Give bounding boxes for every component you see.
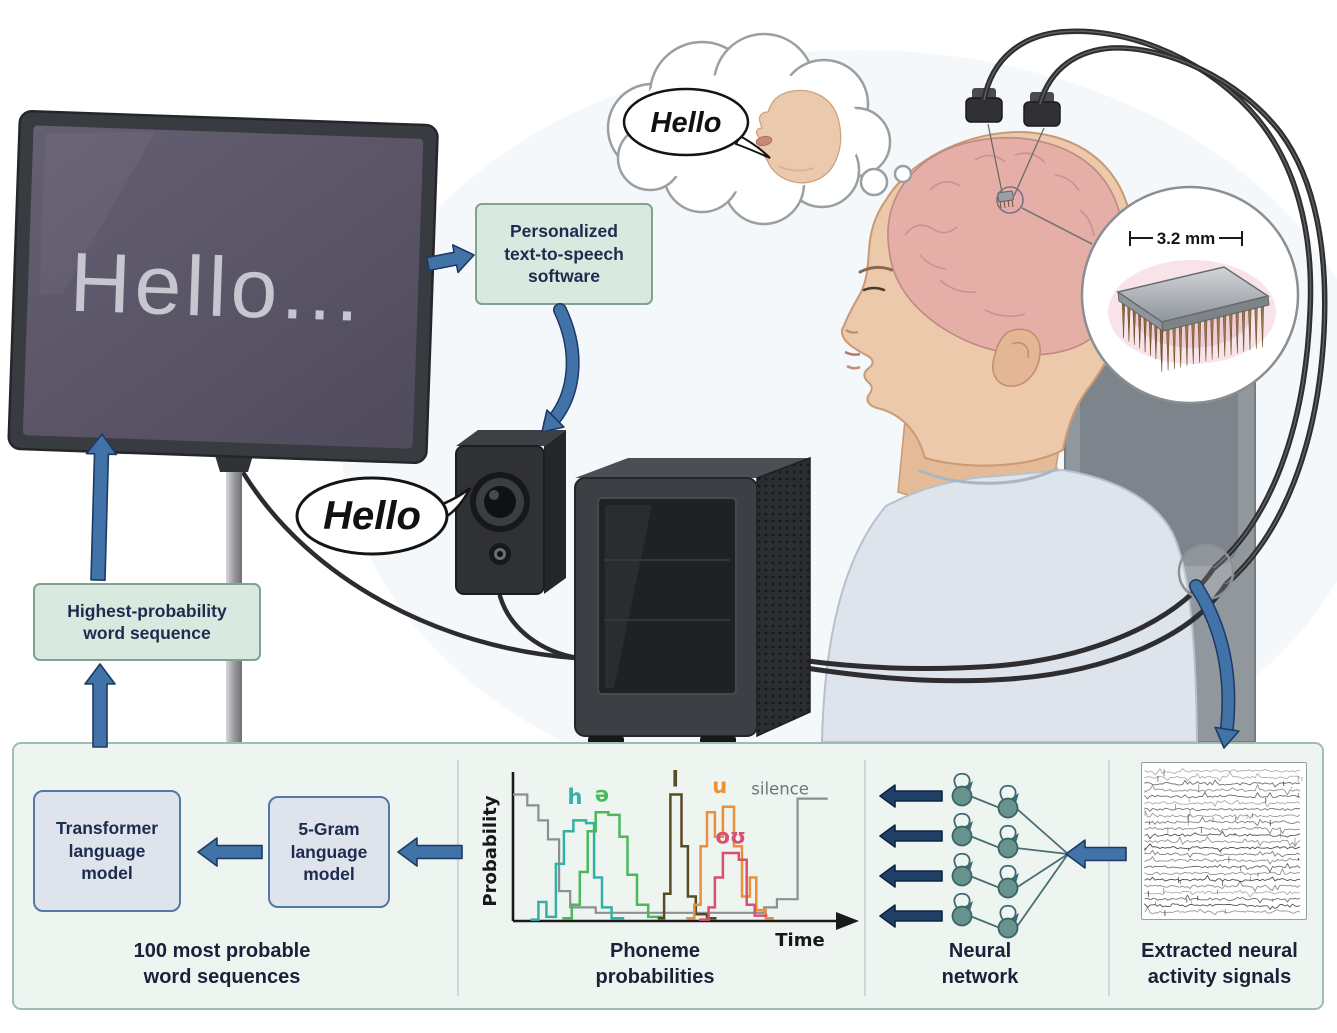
- monitor-screen: [22, 125, 424, 449]
- pedestal-lead-wires: [987, 123, 1045, 197]
- head-cables: [799, 28, 1328, 684]
- thought-trail-bubble: [893, 164, 913, 184]
- lower-lip: [846, 364, 861, 370]
- nostril: [845, 329, 859, 334]
- caption-phoneme: Phoneme probabilities: [595, 940, 715, 988]
- panel-divider: [1108, 760, 1110, 996]
- floor-cables: [241, 471, 581, 661]
- electrode-pedestals: [965, 88, 1061, 127]
- svg-text:h: h: [568, 785, 583, 809]
- thought-trail-bubble: [859, 167, 889, 197]
- eye: [862, 286, 886, 292]
- panel-divider: [864, 760, 866, 996]
- array-inset: 3.2 mm: [1080, 185, 1300, 405]
- tower-window: [597, 497, 737, 695]
- thought-hello-text: Hello: [651, 107, 722, 139]
- caption-word-sequences: 100 most probable word sequences: [133, 940, 311, 988]
- tts-software-box: Personalized text-to-speech software: [475, 203, 653, 305]
- inset-leader: [996, 186, 1093, 245]
- neural-network-diagram: [951, 773, 1069, 939]
- implanted-array-marker: [997, 190, 1014, 209]
- speaker: [455, 430, 566, 595]
- upper-lip: [844, 350, 861, 356]
- speaker-hello-text: Hello: [323, 494, 421, 538]
- face-lips: [755, 135, 773, 147]
- caption-extracted-signals: Extracted neural activity signals: [1141, 940, 1298, 988]
- svg-text:ə: ə: [595, 782, 609, 806]
- svg-text:Probability: Probability: [480, 795, 501, 906]
- brain: [887, 137, 1126, 356]
- neural-signals-image: [1141, 762, 1307, 920]
- caption-neural-network: Neural network: [941, 940, 1019, 988]
- ear-inner: [1011, 342, 1030, 359]
- measurement-bracket: [1129, 231, 1243, 246]
- computer-tower: [574, 456, 811, 748]
- monitor: Hello...: [7, 110, 439, 752]
- cable-highlight-circle: [1177, 543, 1235, 601]
- array-platform: [1116, 266, 1270, 323]
- svg-text:u: u: [712, 774, 727, 798]
- thought-cloud: Hello: [606, 32, 913, 226]
- thought-speech-bubble: Hello: [622, 87, 771, 159]
- eyebrow: [858, 265, 894, 274]
- measurement-label: 3.2 mm: [1157, 229, 1216, 248]
- speaker-speech-bubble: Hello: [295, 476, 472, 556]
- imagined-face: [755, 89, 842, 184]
- panel-divider: [457, 760, 459, 996]
- collar-line: [917, 466, 1059, 485]
- ear: [992, 328, 1041, 387]
- fivegram-model-box: 5-Gram language model: [268, 796, 390, 908]
- highest-probability-box: Highest-probability word sequence: [33, 583, 261, 661]
- svg-text:oʊ: oʊ: [715, 825, 746, 849]
- screen-text: Hello...: [69, 235, 366, 339]
- decoding-panel: [12, 742, 1324, 1010]
- svg-text:Time: Time: [775, 930, 824, 951]
- transformer-model-box: Transformer language model: [33, 790, 181, 912]
- svg-text:l: l: [672, 767, 679, 791]
- svg-text:silence: silence: [751, 780, 809, 799]
